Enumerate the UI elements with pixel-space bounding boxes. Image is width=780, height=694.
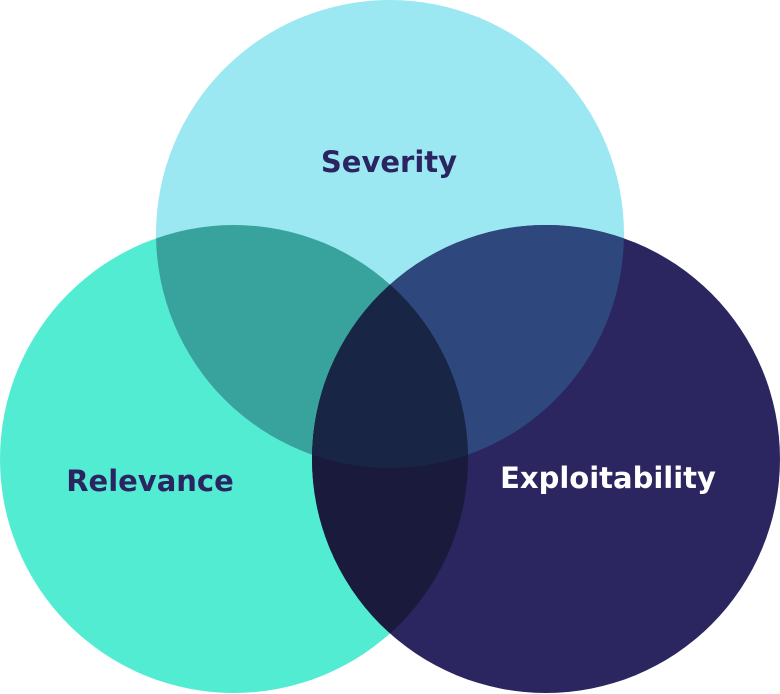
exploitability-label: Exploitability [500, 461, 716, 495]
severity-label: Severity [321, 145, 457, 179]
relevance-label: Relevance [66, 464, 234, 498]
all-three-overlap [312, 225, 468, 468]
